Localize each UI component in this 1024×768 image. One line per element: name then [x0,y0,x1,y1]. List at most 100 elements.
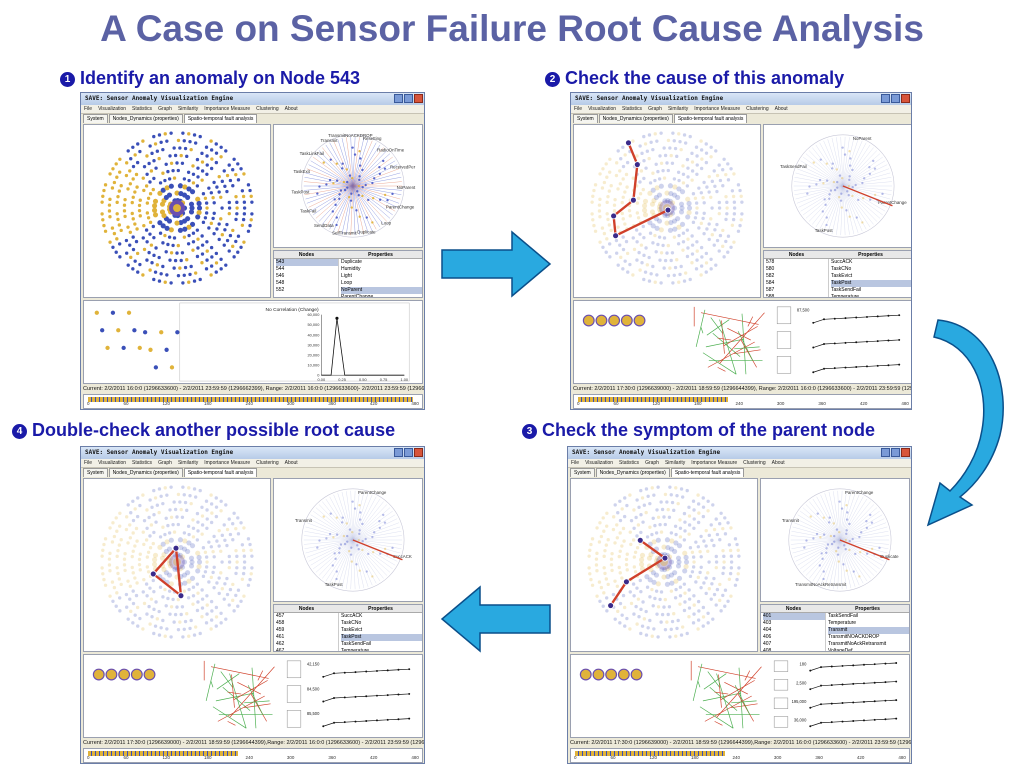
timeline-range[interactable] [88,397,413,402]
node-list-item[interactable]: 578 [766,259,775,265]
node-list-item[interactable]: 543 [276,259,338,266]
property-list-item[interactable]: SuccACK [341,613,363,619]
menu-item[interactable]: Graph [158,106,172,112]
fault-analysis-graph[interactable]: 87,500 [574,301,912,383]
close-icon[interactable] [901,448,910,457]
minimize-icon[interactable] [881,94,890,103]
property-list-item[interactable]: TaskSendFail [828,613,859,619]
correlation-graph[interactable]: ParentChangeDuplicateTransmitNoAckRetran… [761,479,909,601]
property-list-item[interactable]: Temperature [831,294,860,298]
node-list-item[interactable]: 406 [763,634,772,640]
topology-graph[interactable] [84,125,270,297]
node-list-item[interactable]: 461 [276,634,285,640]
menu-item[interactable]: Similarity [664,460,686,466]
minimize-icon[interactable] [394,94,403,103]
tab-0[interactable]: System [573,114,598,123]
maximize-icon[interactable] [891,94,900,103]
topology-view[interactable] [83,478,271,652]
menu-item[interactable]: Importance Measure [691,460,738,466]
node-list-item[interactable]: 407 [763,641,772,647]
menu-item[interactable]: About [774,106,788,112]
property-list-item[interactable]: Temperature [341,648,370,652]
property-list-item[interactable]: TaskEvict [341,627,363,633]
tab-0[interactable]: System [570,468,595,477]
node-list-item[interactable]: 457 [276,613,285,619]
menu-item[interactable]: Graph [158,460,172,466]
node-list-item[interactable]: 467 [276,648,285,652]
window-titlebar[interactable]: SAVE: Sensor Anomaly Visualization Engin… [568,447,911,459]
close-icon[interactable] [414,94,423,103]
window-titlebar[interactable]: SAVE: Sensor Anomaly Visualization Engin… [571,93,911,105]
menu-item[interactable]: About [771,460,785,466]
menu-item[interactable]: Similarity [177,460,199,466]
property-list-item[interactable]: Loop [341,280,353,286]
property-list-item[interactable]: TaskPost [831,280,911,287]
menu-item[interactable]: Similarity [667,106,689,112]
property-list-item[interactable]: TransmitNoAckRetransmit [828,641,887,647]
menu-item[interactable]: Visualization [588,106,617,112]
fault-analysis-graph[interactable]: No Correlation (Change)60,00050,00040,00… [84,301,422,383]
tab-2[interactable]: Spatio-temporal fault analysis [673,114,748,123]
maximize-icon[interactable] [404,448,413,457]
node-list-item[interactable]: 587 [766,287,775,293]
timeline-range[interactable] [88,751,238,756]
menu-item[interactable]: Visualization [585,460,614,466]
menu-item[interactable]: Graph [645,460,659,466]
node-list-item[interactable]: 462 [276,641,285,647]
menu-item[interactable]: Visualization [98,106,127,112]
property-list-item[interactable]: ParentChange [341,294,374,298]
menu-item[interactable]: Graph [648,106,662,112]
menu-item[interactable]: Clustering [746,106,769,112]
menu-item[interactable]: Similarity [177,106,199,112]
menu-item[interactable]: Clustering [743,460,766,466]
maximize-icon[interactable] [404,94,413,103]
menu-item[interactable]: File [571,460,580,466]
property-list-item[interactable]: TaskSendFail [831,287,862,293]
property-list-item[interactable]: Transmit [828,627,909,634]
node-list-item[interactable]: 408 [763,648,772,652]
menu-item[interactable]: Statistics [132,106,153,112]
menu-item[interactable]: Statistics [622,106,643,112]
menu-item[interactable]: File [574,106,583,112]
node-list-item[interactable]: 459 [276,627,285,633]
menu-item[interactable]: Importance Measure [694,106,741,112]
property-list-item[interactable]: TaskPost [341,634,422,641]
node-list-item[interactable]: 548 [276,280,285,286]
node-list-item[interactable]: 580 [766,266,775,272]
fault-analysis-view[interactable]: 87,500 [573,300,912,384]
node-list-item[interactable]: 404 [763,627,772,633]
property-list-item[interactable]: Temperature [828,620,857,626]
topology-graph[interactable] [574,125,760,297]
menu-item[interactable]: File [84,460,93,466]
tab-0[interactable]: System [83,114,108,123]
menu-item[interactable]: Visualization [98,460,127,466]
close-icon[interactable] [414,448,423,457]
minimize-icon[interactable] [881,448,890,457]
property-list-item[interactable]: TaskCNo [831,266,852,272]
timeline-range[interactable] [575,751,725,756]
property-list-item[interactable]: TaskEvict [831,273,853,279]
menu-item[interactable]: Importance Measure [204,106,251,112]
property-list-item[interactable]: Light [341,273,352,279]
close-icon[interactable] [901,94,910,103]
minimize-icon[interactable] [394,448,403,457]
node-list-item[interactable]: 401 [763,613,825,620]
property-list-item[interactable]: NoParent [341,287,422,294]
node-list-item[interactable]: 582 [766,273,775,279]
property-list-item[interactable]: Humidity [341,266,361,272]
topology-view[interactable] [573,124,761,298]
topology-view[interactable] [83,124,271,298]
tab-1[interactable]: Nodes_Dynamics (properties) [108,114,183,123]
node-list-item[interactable]: 403 [763,620,772,626]
menu-item[interactable]: File [84,106,93,112]
menu-item[interactable]: About [284,106,298,112]
